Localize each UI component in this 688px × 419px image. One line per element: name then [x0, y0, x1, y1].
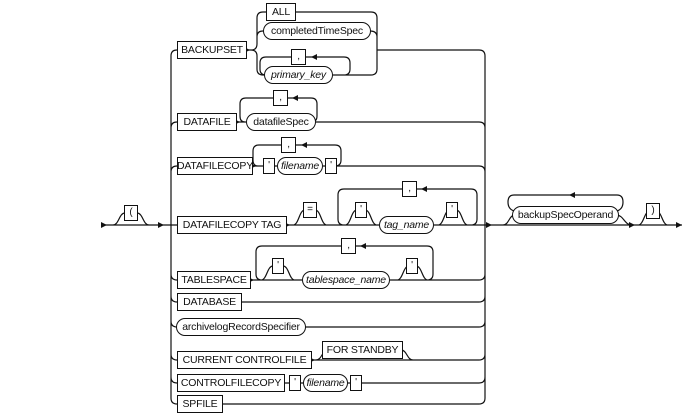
equals-sign-box: =: [303, 202, 317, 218]
keyword-all: ALL: [266, 3, 296, 21]
keyword-datafile: DATAFILE: [177, 113, 237, 131]
close-paren-box: ): [646, 203, 660, 219]
keyword-for-standby: FOR STANDBY: [322, 341, 403, 359]
open-paren-box: (: [124, 205, 138, 221]
comma-datafilecopy-loop: ,: [281, 137, 296, 153]
keyword-spfile: SPFILE: [177, 395, 223, 413]
keyword-tablespace: TABLESPACE: [177, 271, 251, 289]
subclause-backupspecoperand: backupSpecOperand: [512, 206, 619, 224]
variable-filename-controlfilecopy: filename: [303, 374, 348, 392]
subclause-archivelogrecordspecifier: archivelogRecordSpecifier: [176, 318, 306, 336]
quote-datafilecopy-open: ': [263, 158, 275, 174]
comma-tablespace-loop: ,: [341, 238, 356, 254]
comma-backupset-loop: ,: [291, 49, 306, 65]
variable-filename-datafilecopy: filename: [277, 157, 323, 175]
keyword-controlfilecopy: CONTROLFILECOPY: [177, 374, 285, 392]
keyword-datafilecopy-tag: DATAFILECOPY TAG: [177, 216, 287, 234]
quote-tag-close: ': [446, 202, 458, 218]
variable-tag-name: tag_name: [379, 216, 434, 234]
quote-datafilecopy-close: ': [325, 158, 337, 174]
subclause-datafilespec: datafileSpec: [246, 113, 316, 131]
keyword-current-controlfile: CURRENT CONTROLFILE: [177, 351, 312, 369]
comma-tag-loop: ,: [402, 181, 417, 197]
subclause-completedtimespec: completedTimeSpec: [263, 22, 371, 40]
quote-controlfilecopy-close: ': [350, 375, 362, 391]
quote-tablespace-close: ': [406, 258, 418, 274]
flow-arrowheads: [101, 47, 682, 363]
variable-tablespace-name: tablespace_name: [302, 271, 390, 289]
keyword-datafilecopy: DATAFILECOPY: [177, 157, 253, 175]
quote-tag-open: ': [355, 202, 367, 218]
quote-controlfilecopy-open: ': [289, 375, 301, 391]
quote-tablespace-open: ': [272, 258, 284, 274]
variable-primary-key: primary_key: [264, 66, 333, 84]
keyword-backupset: BACKUPSET: [177, 41, 247, 59]
keyword-database: DATABASE: [177, 293, 242, 311]
comma-datafile-loop: ,: [273, 90, 288, 106]
